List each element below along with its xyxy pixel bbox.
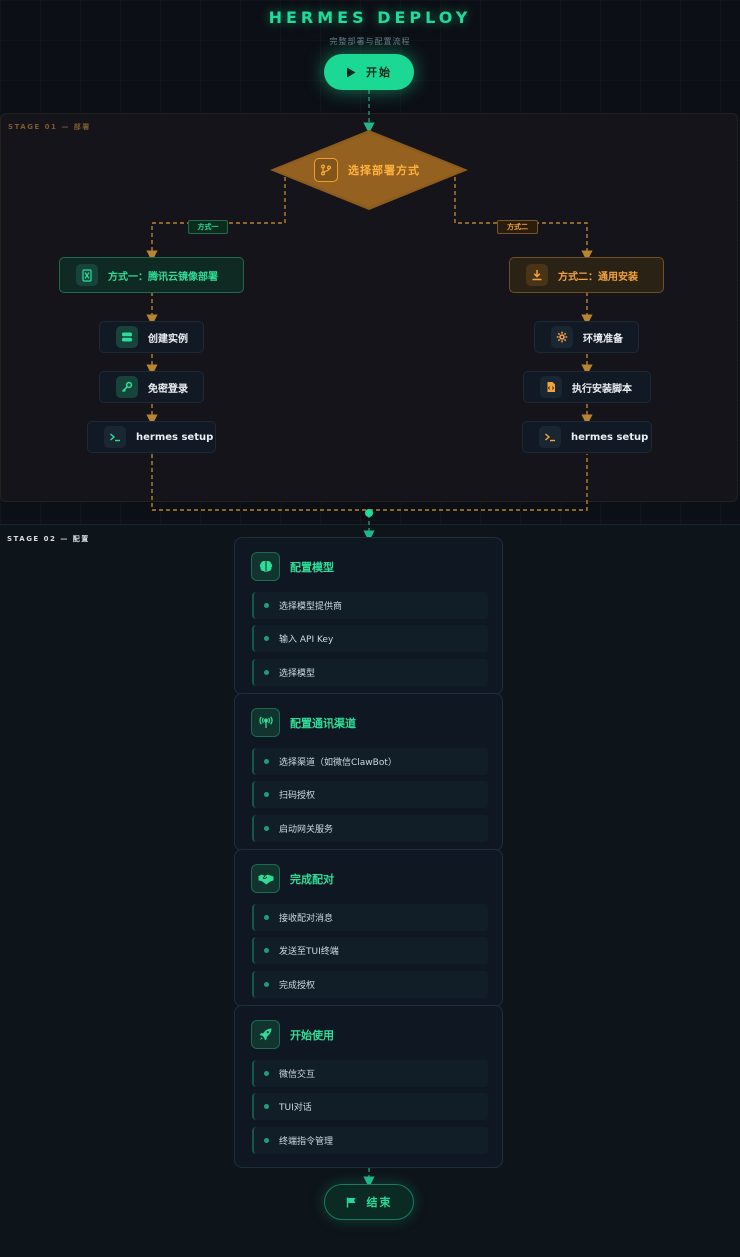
download-icon — [526, 264, 548, 286]
list-item[interactable]: 终端指令管理 — [252, 1127, 488, 1154]
step-environment-prep[interactable]: 环境准备 — [534, 321, 639, 353]
page-title: HERMES DEPLOY — [268, 8, 472, 27]
branch-tag-left: 方式一 — [188, 220, 228, 234]
merge-point — [365, 509, 373, 517]
gear-icon — [551, 326, 573, 348]
card-header: 配置模型 — [251, 552, 334, 581]
card-title: 配置通讯渠道 — [290, 716, 356, 730]
decision-diamond — [270, 130, 468, 210]
script-file-icon — [540, 376, 562, 398]
stage-02-label: STAGE 02 — 配置 — [7, 535, 90, 543]
card-header: 完成配对 — [251, 864, 334, 893]
start-label: 开始 — [366, 66, 392, 79]
git-branch-icon — [314, 158, 338, 182]
list-item[interactable]: 输入 API Key — [252, 625, 488, 652]
list-item[interactable]: 扫码授权 — [252, 781, 488, 808]
branch-tag-right: 方式二 — [497, 220, 538, 234]
page-subtitle: 完整部署与配置流程 — [329, 37, 411, 46]
terminal-icon — [104, 426, 126, 448]
card-title: 开始使用 — [290, 1028, 334, 1042]
card-complete-pairing: 完成配对 接收配对消息 发送至TUI终端 完成授权 — [234, 849, 503, 1007]
list-item[interactable]: TUI对话 — [252, 1093, 488, 1120]
step-label: 创建实例 — [148, 333, 188, 345]
database-icon — [116, 326, 138, 348]
method-one-node[interactable]: 方式一：腾讯云镜像部署 — [59, 257, 244, 293]
connector-branch-right — [454, 170, 593, 262]
connector-merge — [151, 454, 588, 511]
list-item[interactable]: 选择渠道（如微信ClawBot） — [252, 748, 488, 775]
play-icon — [347, 67, 356, 77]
method-two-title: 方式二：通用安装 — [558, 271, 638, 283]
end-label: 结束 — [366, 1196, 393, 1209]
handshake-icon — [251, 864, 280, 893]
list-item[interactable]: 微信交互 — [252, 1060, 488, 1087]
rocket-icon — [251, 1020, 280, 1049]
method-one-title: 方式一：腾讯云镜像部署 — [108, 271, 218, 283]
step-label: hermes setup — [571, 431, 649, 443]
decision-label-group: 选择部署方式 — [314, 158, 434, 182]
card-header: 开始使用 — [251, 1020, 334, 1049]
list-item[interactable]: 启动网关服务 — [252, 815, 488, 842]
list-item[interactable]: 完成授权 — [252, 971, 488, 998]
step-label: 环境准备 — [583, 333, 623, 345]
step-hermes-setup-right[interactable]: hermes setup — [522, 421, 652, 453]
connector-branch-left — [146, 170, 286, 262]
decision-label: 选择部署方式 — [348, 164, 420, 177]
step-hermes-setup-left[interactable]: hermes setup — [87, 421, 216, 453]
step-run-install-script[interactable]: 执行安装脚本 — [523, 371, 651, 403]
method-two-node[interactable]: 方式二：通用安装 — [509, 257, 664, 293]
flag-icon — [346, 1197, 355, 1207]
list-item[interactable]: 发送至TUI终端 — [252, 937, 488, 964]
server-image-icon — [76, 264, 98, 286]
key-icon — [116, 376, 138, 398]
stage-01-label: STAGE 01 — 部署 — [8, 123, 91, 131]
end-button[interactable]: 结束 — [324, 1184, 414, 1220]
step-label: hermes setup — [136, 431, 214, 443]
card-configure-channel: 配置通讯渠道 选择渠道（如微信ClawBot） 扫码授权 启动网关服务 — [234, 693, 503, 851]
step-label: 执行安装脚本 — [572, 383, 632, 395]
card-configure-model: 配置模型 选择模型提供商 输入 API Key 选择模型 — [234, 537, 503, 695]
card-header: 配置通讯渠道 — [251, 708, 356, 737]
antenna-icon — [251, 708, 280, 737]
brain-icon — [251, 552, 280, 581]
list-item[interactable]: 接收配对消息 — [252, 904, 488, 931]
step-create-instance[interactable]: 创建实例 — [99, 321, 204, 353]
terminal-icon — [539, 426, 561, 448]
card-title: 配置模型 — [290, 560, 334, 574]
list-item[interactable]: 选择模型提供商 — [252, 592, 488, 619]
start-button[interactable]: 开始 — [324, 54, 414, 90]
card-title: 完成配对 — [290, 872, 334, 886]
step-passwordless-login[interactable]: 免密登录 — [99, 371, 204, 403]
step-label: 免密登录 — [148, 383, 188, 395]
card-start-using: 开始使用 微信交互 TUI对话 终端指令管理 — [234, 1005, 503, 1168]
list-item[interactable]: 选择模型 — [252, 659, 488, 686]
